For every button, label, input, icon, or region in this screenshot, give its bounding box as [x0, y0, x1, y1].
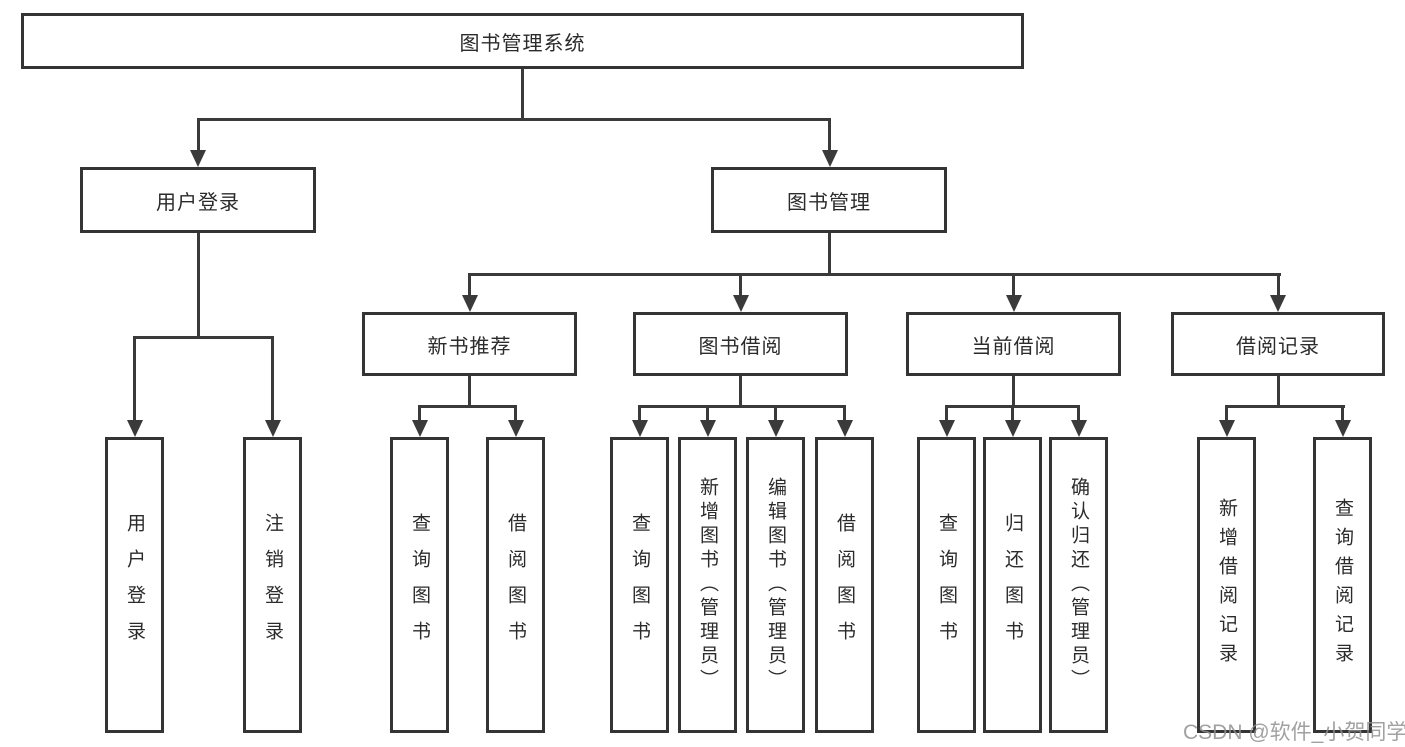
node-label: 用户登录 — [156, 191, 240, 214]
connector-line — [774, 405, 777, 421]
node-book-borrowing: 图书借阅 — [633, 312, 848, 376]
leaf-label: 借阅图书 — [505, 513, 526, 657]
connector-line — [133, 336, 274, 339]
connector-line — [1225, 405, 1345, 408]
arrowhead-icon — [939, 420, 955, 437]
connector-line — [514, 405, 517, 421]
leaf-query-books-borrowing: 查询图书 — [610, 437, 669, 733]
arrowhead-icon — [190, 150, 206, 167]
connector-line — [468, 273, 471, 297]
connector-line — [739, 376, 742, 405]
node-current-borrowing: 当前借阅 — [906, 312, 1121, 376]
leaf-user-login: 用户登录 — [105, 437, 164, 733]
connector-line — [1341, 405, 1344, 421]
arrowhead-icon — [1005, 420, 1021, 437]
arrowhead-icon — [700, 420, 716, 437]
node-label: 图书管理 — [787, 191, 871, 214]
leaf-logout: 注销登录 — [243, 437, 302, 733]
arrowhead-icon — [822, 150, 838, 167]
connector-line — [638, 405, 846, 408]
leaf-label: 新增借阅记录 — [1216, 498, 1237, 672]
arrowhead-icon — [508, 420, 524, 437]
connector-line — [1012, 376, 1015, 405]
connector-line — [197, 118, 831, 121]
connector-line — [638, 405, 641, 421]
connector-line — [945, 405, 948, 421]
leaf-add-book-admin: 新增图书（管理员） — [678, 437, 737, 733]
leaf-label: 查询图书 — [629, 513, 650, 657]
node-borrow-records: 借阅记录 — [1171, 312, 1385, 376]
connector-line — [1277, 273, 1280, 297]
connector-line — [1277, 376, 1280, 405]
connector-line — [1225, 405, 1228, 421]
arrowhead-icon — [412, 420, 428, 437]
arrowhead-icon — [1006, 295, 1022, 312]
leaf-label: 新增图书（管理员） — [697, 477, 718, 693]
node-label: 图书管理系统 — [459, 32, 586, 55]
leaf-label: 借阅图书 — [834, 513, 855, 657]
leaf-borrow-books-recommend: 借阅图书 — [486, 437, 545, 733]
node-library-management-system: 图书管理系统 — [21, 13, 1024, 69]
arrowhead-icon — [837, 420, 853, 437]
csdn-watermark: CSDN @软件_小贺同学 — [1183, 721, 1405, 744]
arrowhead-icon — [1071, 420, 1087, 437]
connector-line — [468, 273, 1281, 276]
arrowhead-icon — [462, 295, 478, 312]
leaf-label: 查询图书 — [936, 513, 957, 657]
connector-line — [1077, 405, 1080, 421]
connector-line — [418, 405, 517, 408]
connector-line — [1012, 273, 1015, 297]
connector-line — [468, 376, 471, 405]
connector-line — [521, 69, 524, 118]
node-label: 新书推荐 — [427, 335, 512, 358]
connector-line — [418, 405, 421, 421]
connector-line — [133, 336, 136, 422]
connector-line — [271, 336, 274, 422]
leaf-label: 用户登录 — [124, 513, 145, 657]
leaf-label: 查询图书 — [409, 513, 430, 657]
arrowhead-icon — [768, 420, 784, 437]
connector-line — [843, 405, 846, 421]
leaf-borrow-books-borrowing: 借阅图书 — [815, 437, 874, 733]
arrowhead-icon — [265, 420, 281, 437]
leaf-return-books: 归还图书 — [983, 437, 1042, 733]
leaf-label: 归还图书 — [1002, 513, 1023, 657]
node-label: 当前借阅 — [971, 335, 1056, 358]
node-user-login: 用户登录 — [80, 167, 316, 233]
leaf-label: 确认归还（管理员） — [1068, 477, 1089, 693]
leaf-add-borrow-record: 新增借阅记录 — [1197, 437, 1256, 733]
connector-line — [197, 233, 200, 336]
leaf-label: 注销登录 — [262, 513, 283, 657]
arrowhead-icon — [1270, 295, 1286, 312]
arrowhead-icon — [733, 295, 749, 312]
leaf-query-books-recommend: 查询图书 — [390, 437, 449, 733]
node-new-book-recommend: 新书推荐 — [362, 312, 577, 376]
connector-line — [197, 118, 200, 152]
connector-line — [706, 405, 709, 421]
connector-line — [828, 233, 831, 273]
connector-line — [1011, 405, 1014, 421]
leaf-query-books-current: 查询图书 — [917, 437, 976, 733]
arrowhead-icon — [1219, 420, 1235, 437]
leaf-query-borrow-record: 查询借阅记录 — [1313, 437, 1372, 733]
leaf-label: 编辑图书（管理员） — [765, 477, 786, 693]
arrowhead-icon — [632, 420, 648, 437]
leaf-confirm-return-admin: 确认归还（管理员） — [1049, 437, 1108, 733]
node-book-management: 图书管理 — [711, 167, 947, 233]
leaf-edit-book-admin: 编辑图书（管理员） — [746, 437, 805, 733]
arrowhead-icon — [127, 420, 143, 437]
leaf-label: 查询借阅记录 — [1332, 498, 1353, 672]
connector-line — [828, 118, 831, 152]
connector-line — [739, 273, 742, 297]
arrowhead-icon — [1335, 420, 1351, 437]
node-label: 借阅记录 — [1236, 335, 1320, 358]
node-label: 图书借阅 — [698, 335, 783, 358]
